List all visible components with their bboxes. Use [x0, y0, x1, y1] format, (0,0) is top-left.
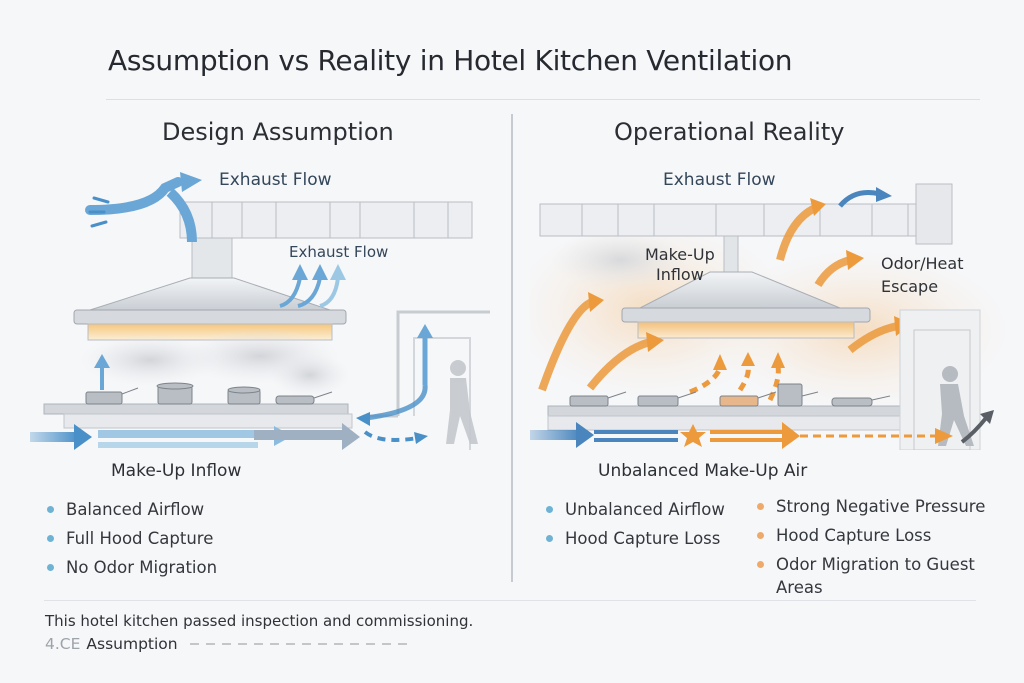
- footer-tag: 4.CE Assumption: [45, 635, 408, 653]
- bullet-item: Unbalanced Airflow: [546, 495, 725, 524]
- bullet-dot-icon: [47, 564, 54, 571]
- footer-note: This hotel kitchen passed inspection and…: [45, 612, 474, 630]
- cooking-pot-icon: [85, 382, 333, 405]
- bullet-item: Hood Capture Loss: [546, 524, 725, 553]
- duct-icon: [539, 183, 953, 273]
- kitchen-ventilation-design-diagram: [30, 172, 490, 450]
- panel-heading-design-assumption: Design Assumption: [162, 118, 394, 146]
- exhaust-hood-icon: [621, 271, 871, 339]
- bullet-item: Strong Negative Pressure: [757, 495, 987, 518]
- bullet-item: Balanced Airflow: [47, 495, 217, 524]
- door-icon: [413, 337, 471, 450]
- person-walking-icon: [938, 366, 974, 446]
- makeup-inflow-label: Make-Up Inflow: [645, 245, 715, 285]
- makeup-inflow-caption: Make-Up Inflow: [111, 461, 242, 481]
- design-bullets: Balanced Airflow Full Hood Capture No Od…: [47, 495, 217, 582]
- duct-icon: [179, 201, 473, 279]
- person-walking-icon: [446, 360, 478, 444]
- bullet-item: No Odor Migration: [47, 553, 217, 582]
- bullet-dot-icon: [47, 535, 54, 542]
- bullet-dot-icon: [546, 535, 553, 542]
- reality-bullets-col2: Strong Negative Pressure Hood Capture Lo…: [757, 495, 987, 605]
- bullet-item: Hood Capture Loss: [757, 524, 987, 547]
- unbalanced-makeup-caption: Unbalanced Make-Up Air: [598, 461, 808, 481]
- exhaust-flow-label-top: Exhaust Flow: [219, 170, 332, 190]
- burst-star-icon: [680, 424, 706, 447]
- bullet-dot-icon: [546, 506, 553, 513]
- makeup-inflow-label-line2: Inflow: [655, 265, 704, 284]
- footer-tag-prefix: 4.CE: [45, 635, 81, 653]
- exhaust-hood-icon: [73, 277, 347, 341]
- dashed-line: [189, 643, 408, 645]
- exhaust-up-arrows: [279, 264, 346, 308]
- unbalanced-makeup-arrows: [530, 422, 953, 449]
- design-assumption-illustration: Exhaust Flow Exhaust Flow: [30, 160, 505, 450]
- bullet-dot-icon: [47, 506, 54, 513]
- exhaust-flow-label-hood: Exhaust Flow: [289, 243, 389, 261]
- footer-divider: [44, 600, 976, 601]
- page-title: Assumption vs Reality in Hotel Kitchen V…: [108, 44, 793, 77]
- escape-arrows: [538, 204, 899, 392]
- makeup-inflow-arrows: [30, 423, 428, 450]
- cooking-pot-icon: [569, 383, 891, 407]
- makeup-inflow-label-line1: Make-Up: [645, 245, 715, 264]
- bullet-dot-icon: [757, 561, 764, 568]
- kitchen-ventilation-reality-diagram: [530, 183, 1010, 450]
- odor-heat-escape-label: Odor/Heat Escape: [881, 252, 963, 298]
- reality-bullets-col1: Unbalanced Airflow Hood Capture Loss: [546, 495, 725, 553]
- panel-heading-operational-reality: Operational Reality: [614, 118, 845, 146]
- panel-divider: [511, 114, 513, 582]
- bullet-item: Full Hood Capture: [47, 524, 217, 553]
- odor-heat-label-line2: Escape: [881, 277, 939, 296]
- operational-reality-illustration: Exhaust Flow Make-Up Inflow Odor/Heat Es…: [530, 160, 1010, 450]
- title-divider: [106, 99, 980, 100]
- bullet-dot-icon: [757, 532, 764, 539]
- bullet-item: Odor Migration to Guest Areas: [757, 553, 987, 599]
- footer-tag-label: Assumption: [86, 635, 178, 653]
- bullet-dot-icon: [757, 503, 764, 510]
- odor-heat-label-line1: Odor/Heat: [881, 254, 964, 273]
- exhaust-flow-label: Exhaust Flow: [663, 170, 776, 190]
